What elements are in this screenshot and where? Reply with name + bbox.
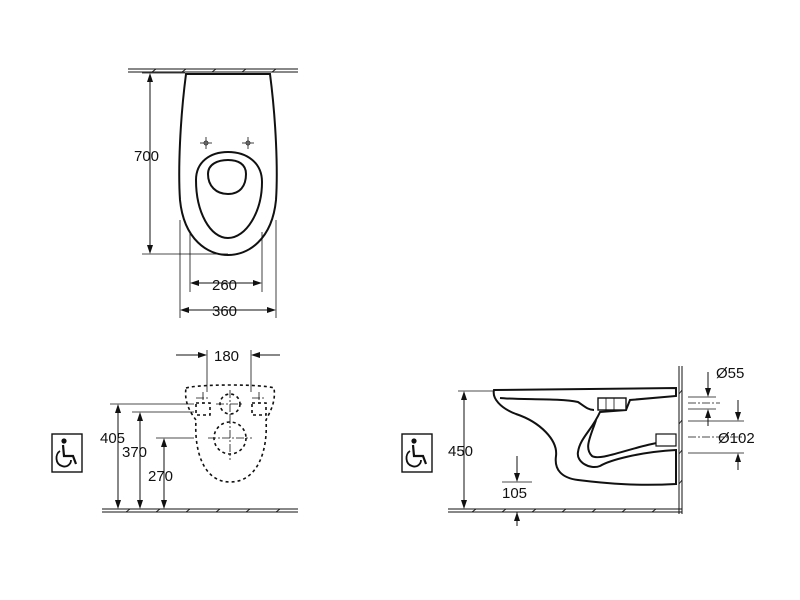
dim-700-label: 700 <box>134 148 159 165</box>
side-trap-inner <box>587 419 677 459</box>
seat-inner <box>206 158 248 196</box>
side-view: 450 105 Ø55 <box>401 365 755 526</box>
dim-180-line <box>176 350 280 392</box>
top-view: 700 260 360 <box>128 68 298 320</box>
dim-270-line <box>156 437 194 509</box>
side-bowl-outline <box>492 386 677 486</box>
dim-105-line <box>502 456 532 526</box>
dim-360-label: 360 <box>212 303 237 320</box>
side-bowl-inner <box>499 397 595 411</box>
dim-d102-line <box>688 400 744 470</box>
outlet-pipe <box>655 433 677 447</box>
dim-d55-line <box>688 372 720 426</box>
front-bowl-dashed-outline <box>184 384 276 483</box>
side-wall-line <box>678 366 683 514</box>
dim-105-label: 105 <box>502 485 527 502</box>
top-wall-line <box>128 68 298 73</box>
dim-450-label: 450 <box>448 443 473 460</box>
dim-405-label: 405 <box>100 430 125 447</box>
mounting-point-right-icon <box>242 137 254 149</box>
dim-370-line <box>132 411 194 509</box>
dim-370-label: 370 <box>122 444 147 461</box>
front-floor-line <box>102 508 298 513</box>
front-view: 180 405 <box>51 348 298 513</box>
dim-d102-label: Ø102 <box>718 430 755 447</box>
dim-450-line <box>458 390 494 509</box>
dim-d55-label: Ø55 <box>716 365 744 382</box>
side-floor-line <box>448 508 682 513</box>
dim-360-line <box>179 220 277 318</box>
front-mounting-holes <box>195 390 267 460</box>
seat-opening <box>194 150 264 240</box>
wheelchair-accessible-icon <box>401 433 433 473</box>
dim-260-line <box>189 232 263 292</box>
seat-hinge <box>597 397 627 411</box>
dim-260-label: 260 <box>212 277 237 294</box>
mounting-point-left-icon <box>200 137 212 149</box>
dim-700-line <box>142 72 228 255</box>
dim-270-label: 270 <box>148 468 173 485</box>
dim-405-line <box>110 403 194 509</box>
wheelchair-accessible-icon <box>51 433 83 473</box>
bowl-outline <box>178 73 278 257</box>
dim-180-label: 180 <box>214 348 239 365</box>
